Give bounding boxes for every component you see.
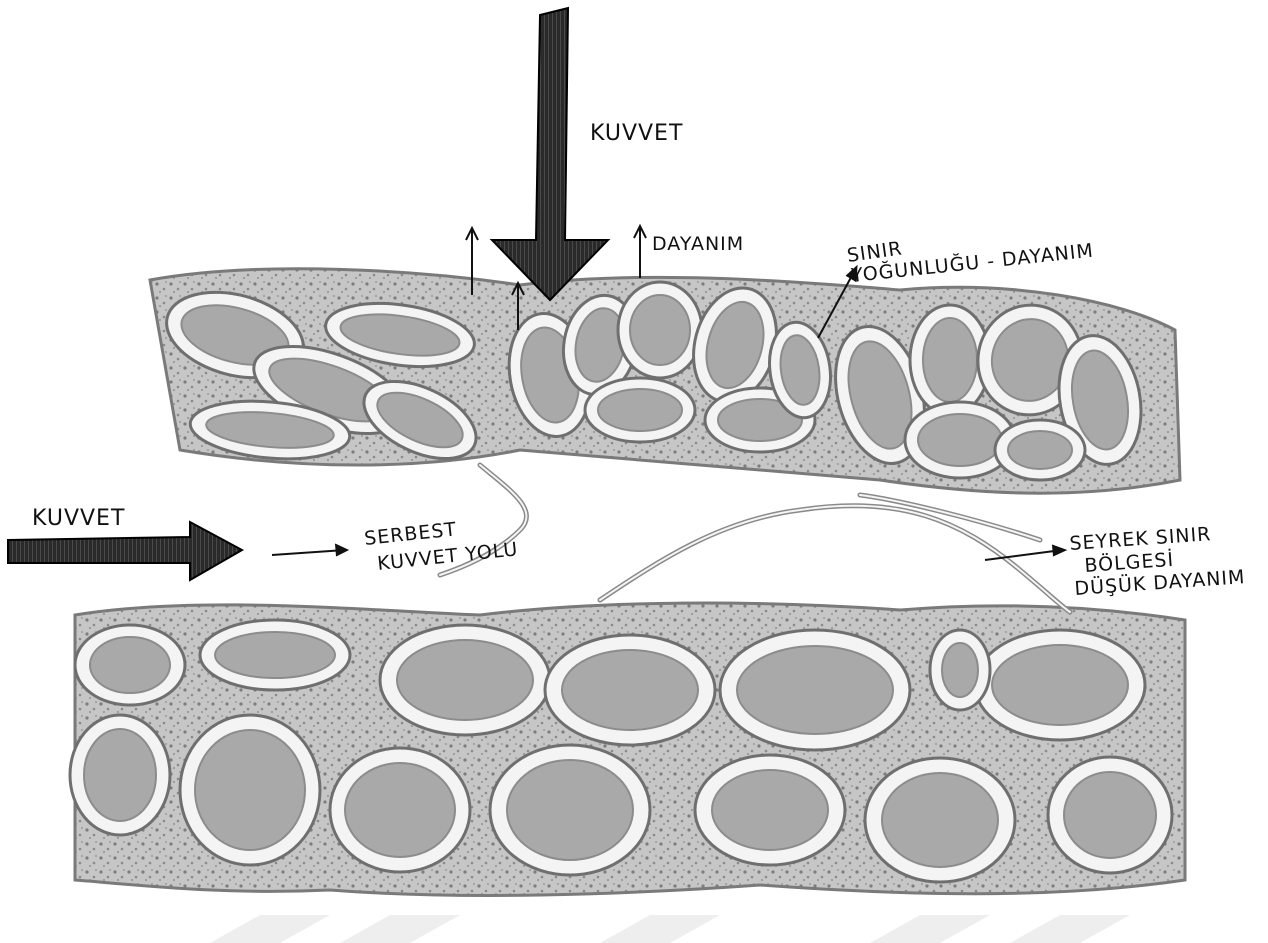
force-top-label: KUVVET bbox=[590, 121, 683, 146]
watermark-stripes bbox=[210, 915, 1130, 943]
resistance-label: DAYANIM bbox=[652, 233, 744, 255]
force-arrow-down bbox=[492, 8, 608, 300]
lower-tissue-band bbox=[70, 603, 1185, 895]
force-left-label: KUVVET bbox=[32, 506, 125, 531]
upper-tissue-band bbox=[150, 269, 1180, 493]
